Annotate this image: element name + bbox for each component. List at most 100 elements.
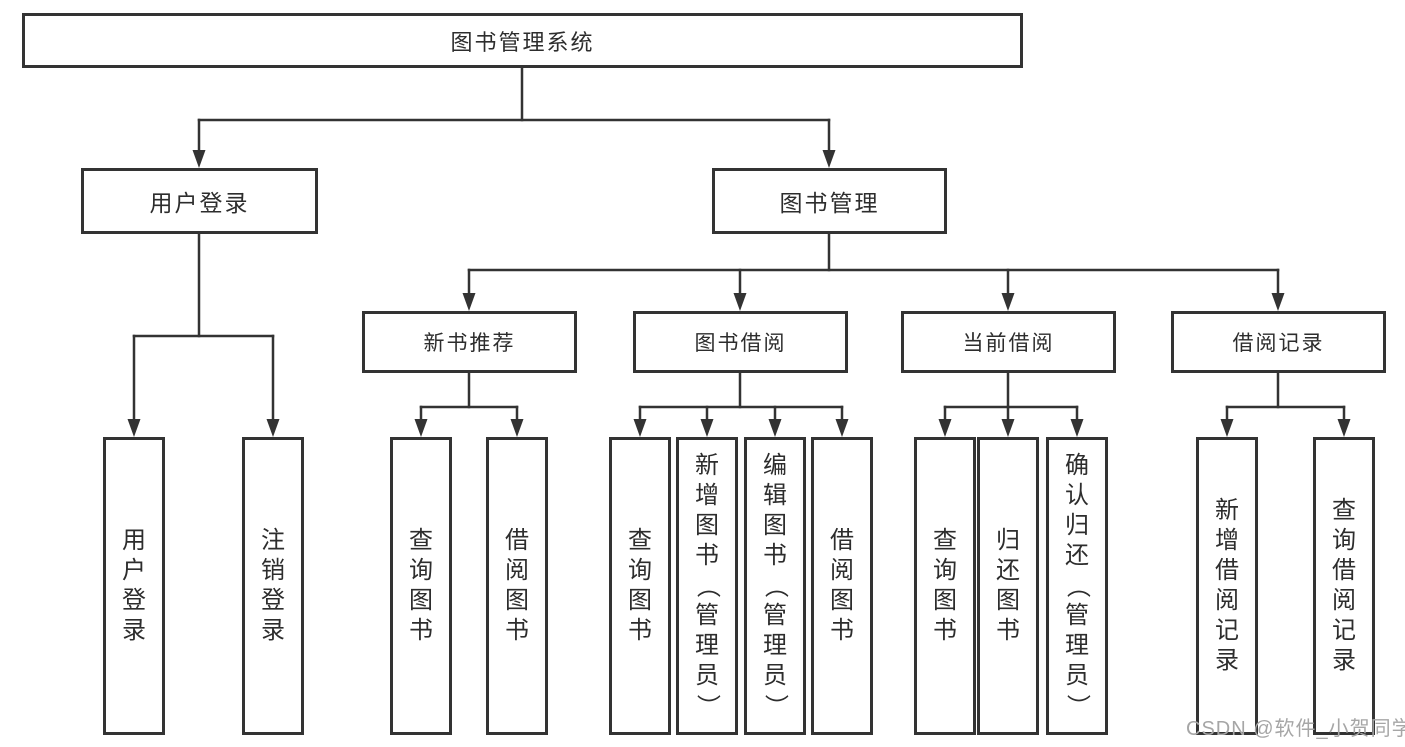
glyph: 录 bbox=[1332, 647, 1356, 674]
glyph: 员 bbox=[1065, 662, 1089, 689]
glyph: 理 bbox=[695, 632, 719, 659]
leaf-return-books: 归还图书 bbox=[977, 437, 1039, 735]
glyph: 图 bbox=[505, 587, 529, 614]
glyph: 管 bbox=[695, 602, 719, 629]
node-library-system: 图书管理系统 bbox=[22, 13, 1023, 68]
glyph: 户 bbox=[122, 557, 146, 584]
arrowhead-icon bbox=[768, 419, 782, 437]
node-borrowing-records: 借阅记录 bbox=[1171, 311, 1386, 373]
glyph: 图 bbox=[830, 587, 854, 614]
arrowhead-icon bbox=[822, 150, 836, 168]
node-label: 当前借阅 bbox=[962, 332, 1055, 355]
leaf-borrow-books: 借阅图书 bbox=[811, 437, 873, 735]
node-label: 图书管理系统 bbox=[450, 29, 595, 55]
glyph: 归 bbox=[1065, 512, 1089, 539]
arrowhead-icon bbox=[414, 419, 428, 437]
glyph: 还 bbox=[996, 557, 1020, 584]
glyph: 登 bbox=[261, 587, 285, 614]
arrowhead-icon bbox=[266, 419, 280, 437]
glyph: 查 bbox=[933, 527, 957, 554]
glyph: 阅 bbox=[505, 557, 529, 584]
glyph: 认 bbox=[1065, 482, 1089, 509]
glyph: 理 bbox=[763, 632, 787, 659]
glyph: 图 bbox=[933, 587, 957, 614]
arrowhead-icon bbox=[1337, 419, 1351, 437]
glyph: 询 bbox=[628, 557, 652, 584]
leaf-confirm-return-admin: 确认归还（管理员） bbox=[1046, 437, 1108, 735]
glyph: ） bbox=[762, 694, 789, 718]
leaf-add-books-admin: 新增图书（管理员） bbox=[676, 437, 738, 735]
glyph: 员 bbox=[695, 662, 719, 689]
glyph: （ bbox=[694, 574, 721, 598]
leaf-edit-books-admin: 编辑图书（管理员） bbox=[744, 437, 806, 735]
arrowhead-icon bbox=[733, 293, 747, 311]
glyph: 管 bbox=[1065, 602, 1089, 629]
glyph: 书 bbox=[996, 617, 1020, 644]
glyph: 管 bbox=[763, 602, 787, 629]
leaf-add-borrow-record: 新增借阅记录 bbox=[1196, 437, 1258, 735]
node-new-book-recommend: 新书推荐 bbox=[362, 311, 577, 373]
node-label: 借阅记录 bbox=[1232, 332, 1325, 355]
arrowhead-icon bbox=[1271, 293, 1285, 311]
arrowhead-icon bbox=[510, 419, 524, 437]
glyph: 图 bbox=[409, 587, 433, 614]
arrowhead-icon bbox=[462, 293, 476, 311]
arrowhead-icon bbox=[1001, 293, 1015, 311]
node-label: 图书管理 bbox=[779, 190, 880, 216]
arrowhead-icon bbox=[633, 419, 647, 437]
glyph: （ bbox=[762, 574, 789, 598]
glyph: 书 bbox=[763, 542, 787, 569]
glyph: 书 bbox=[695, 542, 719, 569]
glyph: 还 bbox=[1065, 542, 1089, 569]
glyph: 书 bbox=[830, 617, 854, 644]
arrowhead-icon bbox=[1001, 419, 1015, 437]
glyph: 借 bbox=[1332, 557, 1356, 584]
glyph: 新 bbox=[1215, 497, 1239, 524]
glyph: 书 bbox=[409, 617, 433, 644]
node-label: 新书推荐 bbox=[423, 332, 516, 355]
glyph: 图 bbox=[628, 587, 652, 614]
glyph: 辑 bbox=[763, 482, 787, 509]
leaf-query-books-current: 查询图书 bbox=[914, 437, 976, 735]
glyph: 用 bbox=[122, 527, 146, 554]
glyph: 查 bbox=[1332, 497, 1356, 524]
glyph: 阅 bbox=[1332, 587, 1356, 614]
glyph: 确 bbox=[1065, 452, 1089, 479]
glyph: 查 bbox=[628, 527, 652, 554]
glyph: ） bbox=[1064, 694, 1091, 718]
node-label: 图书借阅 bbox=[694, 332, 787, 355]
node-book-borrowing: 图书借阅 bbox=[633, 311, 848, 373]
glyph: 销 bbox=[261, 557, 285, 584]
glyph: 借 bbox=[505, 527, 529, 554]
glyph: 理 bbox=[1065, 632, 1089, 659]
glyph: 新 bbox=[695, 452, 719, 479]
node-label: 用户登录 bbox=[149, 190, 250, 216]
glyph: 借 bbox=[1215, 557, 1239, 584]
glyph: 录 bbox=[1215, 647, 1239, 674]
glyph: 登 bbox=[122, 587, 146, 614]
glyph: 录 bbox=[261, 617, 285, 644]
glyph: ） bbox=[694, 694, 721, 718]
glyph: 询 bbox=[409, 557, 433, 584]
glyph: 书 bbox=[505, 617, 529, 644]
arrowhead-icon bbox=[835, 419, 849, 437]
glyph: 员 bbox=[763, 662, 787, 689]
leaf-query-books-borrow: 查询图书 bbox=[609, 437, 671, 735]
node-current-borrowing: 当前借阅 bbox=[901, 311, 1116, 373]
arrowhead-icon bbox=[1220, 419, 1234, 437]
node-book-management: 图书管理 bbox=[712, 168, 947, 234]
glyph: 编 bbox=[763, 452, 787, 479]
glyph: 借 bbox=[830, 527, 854, 554]
arrowhead-icon bbox=[127, 419, 141, 437]
glyph: 图 bbox=[996, 587, 1020, 614]
leaf-user-login: 用户登录 bbox=[103, 437, 165, 735]
glyph: 注 bbox=[261, 527, 285, 554]
glyph: 查 bbox=[409, 527, 433, 554]
leaf-query-borrow-record: 查询借阅记录 bbox=[1313, 437, 1375, 735]
arrowhead-icon bbox=[700, 419, 714, 437]
glyph: 询 bbox=[933, 557, 957, 584]
leaf-query-books-recommend: 查询图书 bbox=[390, 437, 452, 735]
leaf-borrow-books-recommend: 借阅图书 bbox=[486, 437, 548, 735]
